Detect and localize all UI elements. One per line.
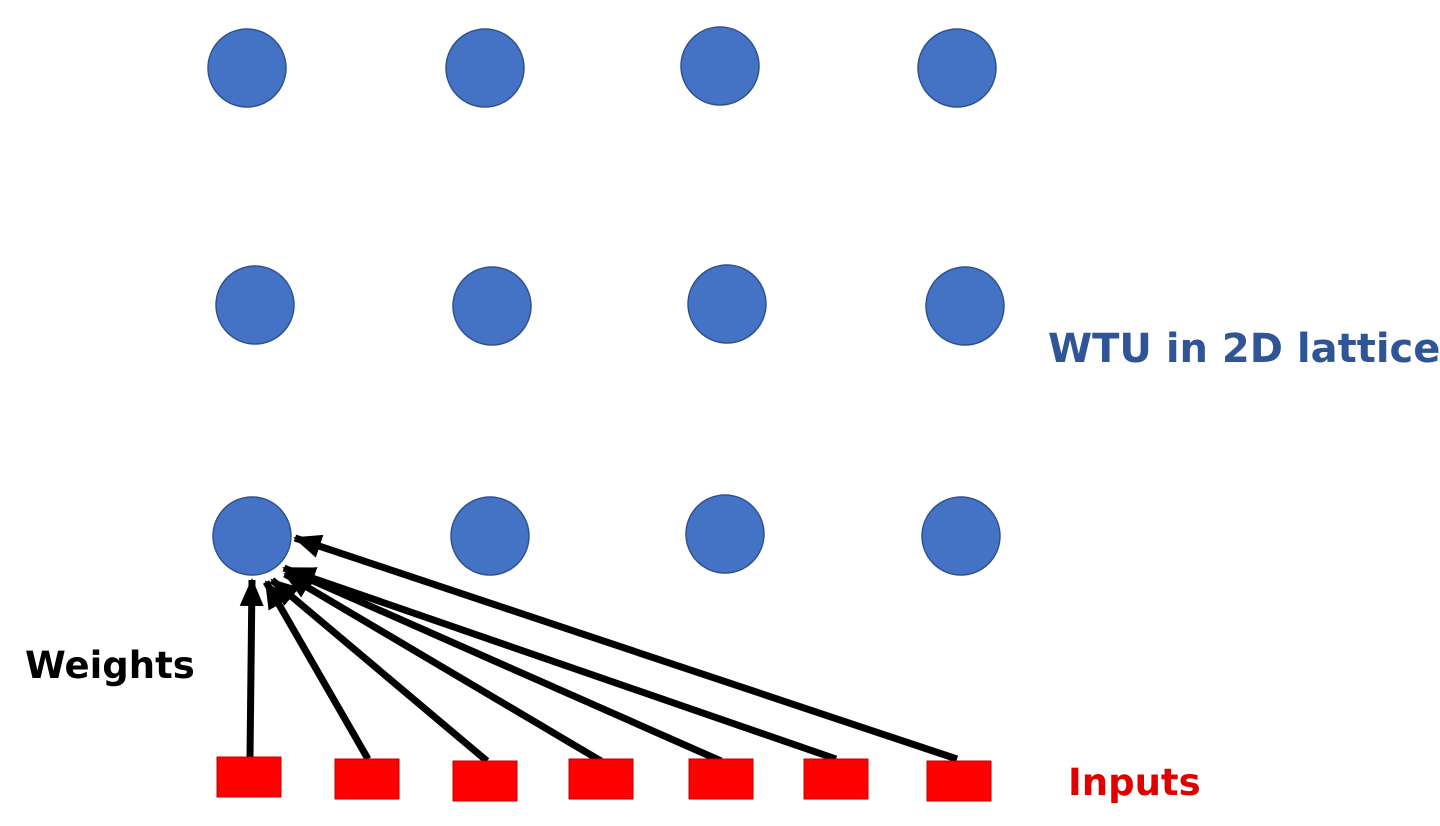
input-nodes — [216, 756, 992, 802]
wtu-unit-r3-c3 — [685, 494, 765, 574]
weight-arrow-5 — [282, 564, 723, 765]
wtu-unit-r3-c1 — [212, 496, 292, 576]
input-node-1 — [216, 756, 282, 798]
wtu-unit-r1-c3 — [680, 26, 760, 106]
wtu-unit-r2-c1 — [215, 265, 295, 345]
input-node-5 — [688, 758, 754, 800]
weight-arrow-1 — [239, 578, 264, 758]
input-node-7 — [926, 760, 992, 802]
input-node-3 — [452, 760, 518, 802]
wtu-lattice — [207, 26, 1005, 576]
weight-arrow-2 — [262, 580, 372, 761]
input-node-2 — [334, 758, 400, 800]
input-node-4 — [568, 758, 634, 800]
weight-connections — [239, 534, 959, 765]
wtu-unit-r2-c4 — [925, 266, 1005, 346]
weight-arrow-7 — [293, 534, 959, 763]
inputs-label: Inputs — [1068, 761, 1201, 804]
wtu-unit-r3-c2 — [450, 496, 530, 576]
lattice-label: WTU in 2D lattice — [1048, 326, 1440, 372]
wtu-unit-r1-c2 — [445, 28, 525, 108]
wtu-unit-r1-c4 — [917, 28, 997, 108]
wtu-unit-r1-c1 — [207, 28, 287, 108]
weight-arrow-6 — [287, 566, 838, 763]
weights-label: Weights — [25, 644, 195, 687]
input-node-6 — [803, 758, 869, 800]
wtu-unit-r2-c3 — [687, 264, 767, 344]
weight-arrow-3 — [269, 577, 490, 764]
wtu-unit-r3-c4 — [921, 496, 1001, 576]
wtu-unit-r2-c2 — [452, 266, 532, 346]
weight-arrow-4 — [283, 570, 603, 765]
